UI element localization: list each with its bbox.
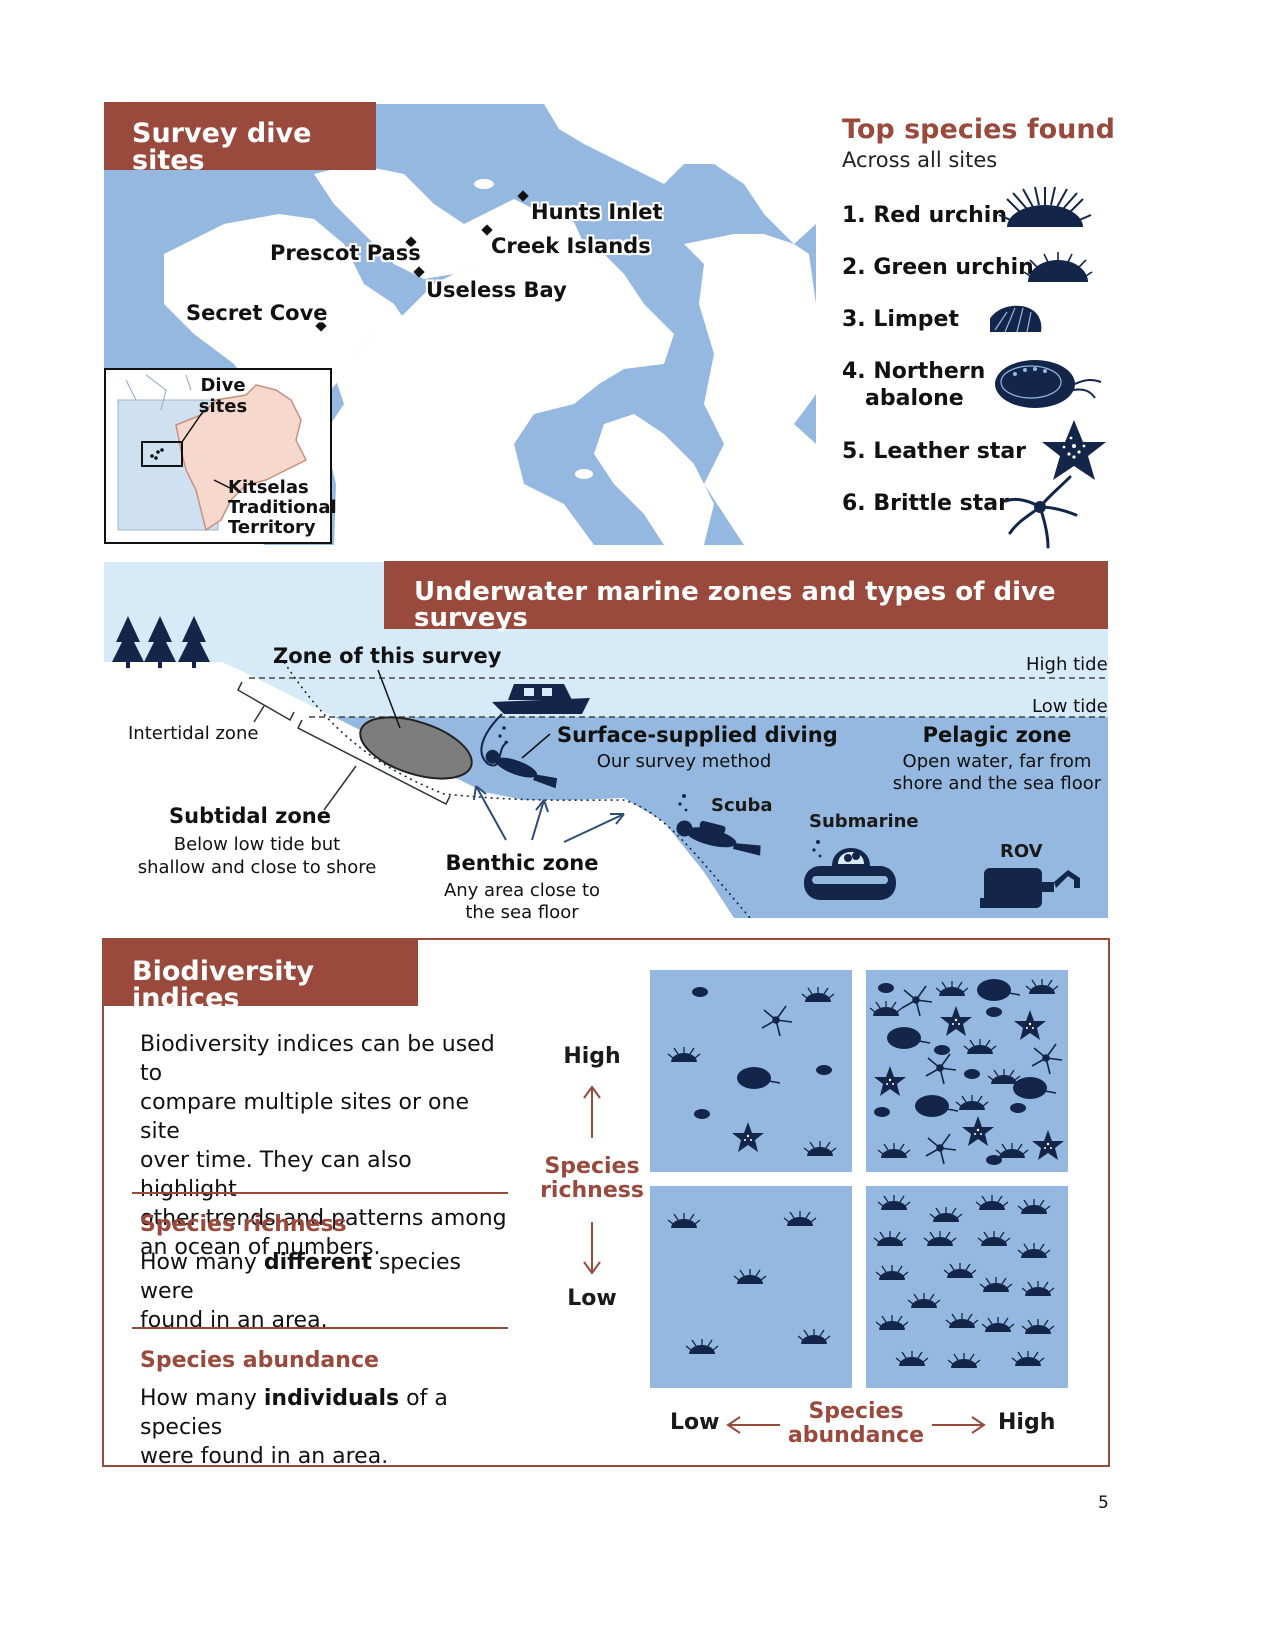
intro-line: over time. They can also highlight [140,1148,412,1202]
richness-desc-pre: How many [140,1250,264,1275]
zones-title-banner: Underwater marine zones and types of div… [384,561,1108,631]
sea-star-icon [1042,420,1106,480]
biodiversity-intro: Biodiversity indices can be used to comp… [140,1030,510,1262]
inset-map-graphic [117,374,308,532]
abundance-axis-label-line1: Species [808,1399,904,1424]
abundance-axis-label-line2: abundance [787,1423,925,1448]
surface-supplied-title: Surface-supplied diving [557,723,838,747]
abundance-heading: Species abundance [140,1348,379,1373]
intro-line: Biodiversity indices can be used to [140,1032,495,1086]
zones-diagram [104,616,1108,918]
subtidal-title: Subtidal zone [169,804,331,828]
biodiversity-panel [102,938,1110,1467]
benthic-desc: Any area close to the sea floor [412,880,632,924]
richness-heading: Species richness [140,1212,347,1237]
abundance-desc-post: of a species [140,1386,448,1440]
subtidal-desc-line1: Below low tide but [173,834,341,855]
boat-icon [492,684,590,714]
richness-axis-label: Species richness [532,1155,652,1203]
divider [132,1327,508,1329]
rov-label: ROV [1000,841,1043,862]
benthic-title: Benthic zone [445,851,599,875]
site-label-useless-bay: Useless Bay [426,278,567,302]
abundance-axis-label: Species abundance [786,1400,926,1448]
species-item-4: 4. Northern [842,359,986,384]
low-tide-label: Low tide [1032,696,1108,717]
up-arrow-icon [583,1085,601,1138]
map-title-banner: Survey dive sites [104,102,376,174]
quadrant-low-richness-low-abundance [650,1186,852,1388]
intro-line: an ocean of numbers. [140,1235,381,1260]
scuba-label: Scuba [711,795,773,816]
submarine-label: Submarine [809,811,919,832]
abundance-desc: How many individuals of a species were f… [140,1384,510,1471]
species-item-4-line2: abalone [865,386,964,411]
surface-supplied-desc: Our survey method [596,751,772,772]
intro-line: other trends and patterns among [140,1206,507,1231]
biodiversity-title-banner: Biodiversity indices [102,938,418,1012]
biodiversity-quadrants [650,970,1068,1388]
submarine-icon [804,840,896,900]
diver-icon [485,749,558,789]
pelagic-desc-line1: Open water, far from [902,751,1092,772]
pelagic-desc-line2: shore and the sea floor [892,773,1102,794]
tree-icon [112,616,210,668]
down-arrow-icon [583,1222,601,1275]
species-item-1: 1. Red urchin [842,203,1008,228]
limpet-icon [990,305,1042,333]
inset-territory-label: Kitselas Traditional Territory [228,477,337,538]
richness-desc: How many different species were found in… [140,1248,510,1335]
pelagic-title: Pelagic zone [922,723,1072,747]
subtidal-desc-line2: shallow and close to shore [137,857,377,878]
intertidal-label: Intertidal zone [128,723,259,744]
divider [132,1192,508,1194]
benthic-desc-line2: the sea floor [465,902,579,923]
abalone-icon [995,360,1102,408]
species-item-2: 2. Green urchin [842,255,1034,280]
site-label-creek-islands: Creek Islands [491,234,651,258]
abundance-desc-bold: individuals [263,1386,400,1411]
species-item-5: 5. Leather star [842,439,1027,464]
pelagic-desc: Open water, far from shore and the sea f… [886,751,1108,795]
richness-axis-label-line1: Species [544,1154,640,1179]
site-label-prescot-pass: Prescot Pass [270,241,421,265]
abundance-desc-pre: How many [140,1386,264,1411]
richness-axis-label-line2: richness [540,1178,644,1203]
richness-desc-post: species were [140,1250,462,1304]
zone-of-survey-label: Zone of this survey [273,644,502,668]
biodiversity-title: Biodiversity indices [132,956,315,1014]
abundance-axis-low: Low [670,1410,720,1435]
species-icons [990,186,1106,549]
inset-map [104,368,332,544]
map-title: Survey dive sites [132,118,312,176]
urchin-icon [1023,252,1093,282]
abundance-desc-line2: were found in an area. [140,1444,389,1469]
richness-desc-bold: different [263,1250,372,1275]
brittle-star-icon [1004,475,1078,549]
species-item-3: 3. Limpet [842,307,959,332]
scuba-diver-icon [676,820,761,856]
richness-desc-line2: found in an area. [140,1308,328,1333]
species-subtitle: Across all sites [842,148,998,172]
urchin-icon [998,186,1092,227]
richness-axis-low: Low [567,1286,617,1311]
richness-axis-high: High [563,1044,621,1069]
right-arrow-icon [932,1416,986,1434]
benthic-desc-line1: Any area close to [443,880,601,901]
quadrant-low-richness-high-abundance [866,1186,1068,1388]
intro-line: compare multiple sites or one site [140,1090,469,1144]
subtidal-desc: Below low tide but shallow and close to … [126,833,388,879]
species-title: Top species found [842,114,1115,145]
species-item-6: 6. Brittle star [842,491,1009,516]
rov-icon [980,868,1080,908]
abundance-axis-high: High [998,1410,1056,1435]
high-tide-label: High tide [1026,654,1108,675]
page-number: 5 [1098,1493,1109,1513]
inset-dive-label: Dive sites [198,375,248,417]
site-label-secret-cove: Secret Cove [186,301,328,325]
left-arrow-icon [726,1416,780,1434]
site-label-hunts-inlet: Hunts Inlet [531,200,663,224]
zones-title: Underwater marine zones and types of div… [414,577,1056,633]
